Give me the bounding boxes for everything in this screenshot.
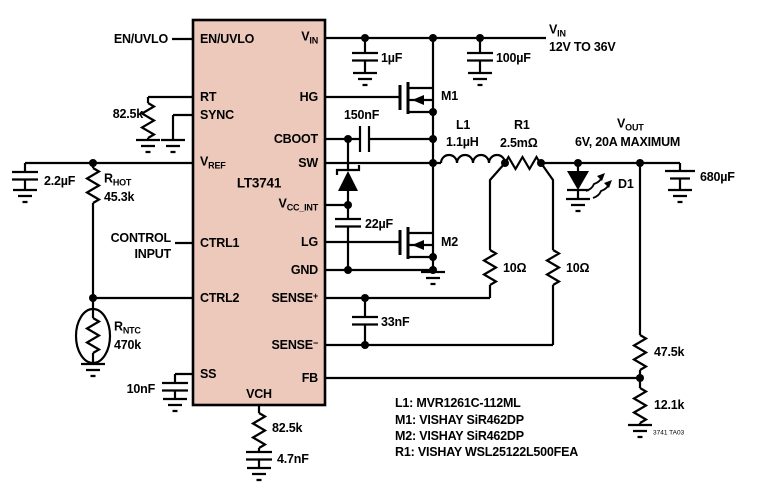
- ground-rntc: [79, 362, 107, 378]
- ic-body: [191, 18, 327, 407]
- resistor-10ohm-right: [545, 248, 561, 287]
- label-cap-1uf: 1µF: [381, 50, 403, 65]
- label-l1-ref: L1: [456, 117, 471, 132]
- ic-pin-rt: RT: [200, 89, 217, 104]
- cap-2.2uf: [10, 170, 40, 181]
- label-vch-cap: 4.7nF: [277, 451, 309, 466]
- label-sense-cap: 33nF: [381, 314, 410, 329]
- cap-680uf: [663, 169, 697, 180]
- ic-pin-sense-minus: SENSE−: [271, 337, 319, 352]
- ic-pin-hg: HG: [299, 89, 319, 104]
- ic-pin-ss: SS: [200, 366, 217, 381]
- figure-id: 3741 TA03: [653, 429, 685, 437]
- label-rntc-ref: RNTC: [114, 319, 141, 336]
- feedback-divider: [325, 163, 654, 439]
- ground-feedback: [626, 423, 654, 439]
- label-vcc-cap: 22µF: [365, 216, 393, 231]
- label-fb-r-top: 47.5k: [654, 344, 685, 359]
- cap-100uf: [465, 51, 495, 62]
- label-d1: D1: [618, 176, 634, 191]
- note-m1: M1: VISHAY SiR462DP: [395, 412, 524, 427]
- ground-680uf: [666, 188, 694, 204]
- label-ss-cap: 10nF: [126, 381, 156, 396]
- output-path: [439, 153, 697, 213]
- ic-pin-vch: VCH: [246, 386, 272, 401]
- ic-pin-sw: SW: [298, 155, 318, 170]
- label-m1: M1: [441, 88, 458, 103]
- ic-pin-vref: VREF: [200, 154, 226, 171]
- resistor-rhot: [85, 166, 101, 205]
- ground-1uf: [351, 71, 379, 87]
- ic-pin-ctrl1: CTRL1: [200, 235, 240, 250]
- resistor-47.5k: [632, 333, 648, 372]
- label-rhot-value: 45.3k: [104, 189, 135, 204]
- label-vout-desc: 6V, 20A MAXIMUM: [575, 134, 681, 149]
- note-l1: L1: MVR1261C-112ML: [395, 395, 521, 410]
- label-fb-r-bottom: 12.1k: [654, 397, 685, 412]
- label-control-line2: INPUT: [134, 246, 171, 261]
- ic-pin-en-uvlo: EN/UVLO: [200, 31, 255, 46]
- label-vin-range: 12V TO 36V: [549, 39, 616, 54]
- note-m2: M2: VISHAY SiR462DP: [395, 428, 524, 443]
- resistor-10ohm-left: [482, 248, 498, 287]
- ground-vch: [245, 466, 273, 482]
- ground-sync: [159, 138, 187, 154]
- label-l1-value: 1.1µH: [446, 134, 479, 149]
- sense-network: [325, 162, 561, 347]
- ic-pin-sense-plus: SENSE+: [271, 290, 319, 305]
- label-r1-value: 2.5mΩ: [500, 135, 538, 150]
- resistor-rt-82.5k: [140, 101, 156, 140]
- junction-dots: [89, 34, 644, 382]
- led-d1: [567, 171, 612, 199]
- ground-2.2uf: [11, 188, 39, 204]
- label-sense-r-right: 10Ω: [566, 260, 590, 275]
- label-out-cap: 680µF: [700, 169, 735, 184]
- label-rt-resistor: 82.5k: [112, 106, 143, 121]
- note-r1: R1: VISHAY WSL25122L500FEA: [395, 444, 579, 459]
- label-rhot-ref: RHOT: [104, 171, 132, 188]
- thermistor-rntc: [85, 316, 101, 355]
- label-r1-ref: R1: [514, 117, 530, 132]
- label-vout: VOUT: [617, 116, 644, 133]
- schottky-diode: [335, 165, 361, 191]
- mosfet-m2: [398, 227, 433, 259]
- ic-pin-cboot: CBOOT: [273, 131, 318, 146]
- label-sense-r-left: 10Ω: [503, 260, 527, 275]
- label-vref-cap: 2.2µF: [44, 173, 76, 188]
- label-m2: M2: [441, 234, 458, 249]
- mosfet-m1: [398, 82, 433, 114]
- ic-pin-lg: LG: [301, 234, 318, 249]
- label-vch-resistor: 82.5k: [272, 420, 303, 435]
- led-light-arrows: [585, 173, 612, 199]
- ic-part-number: LT3741: [236, 175, 282, 191]
- ic-pin-vin: VIN: [301, 29, 318, 46]
- ic-pin-ctrl2: CTRL2: [200, 290, 240, 305]
- label-boot-cap: 150nF: [344, 107, 380, 122]
- cap-1uf: [350, 51, 380, 62]
- ic-pin-gnd: GND: [290, 262, 318, 277]
- label-cap-100uf: 100µF: [496, 50, 531, 65]
- cap-4.7nf: [244, 450, 274, 461]
- label-en-uvlo-input: EN/UVLO: [113, 31, 168, 46]
- ground-d1: [564, 197, 592, 213]
- ground-10nf: [161, 397, 189, 413]
- cap-22uf: [333, 217, 363, 228]
- switch-wiring: [325, 38, 447, 286]
- resistor-vch-82.5k: [251, 411, 267, 450]
- cap-10nf: [160, 381, 190, 392]
- label-rntc-value: 470k: [114, 337, 142, 352]
- ic-pin-vcc-int: VCC_INT: [278, 196, 319, 213]
- ground-100uf: [466, 71, 494, 87]
- resistor-12.1k: [632, 386, 648, 425]
- resistor-r1: [503, 155, 542, 171]
- label-vin: VIN: [549, 22, 566, 39]
- ground-rt: [134, 138, 162, 154]
- ic-pin-fb: FB: [301, 370, 318, 385]
- inductor-l1: [439, 153, 507, 164]
- label-control-line1: CONTROL: [110, 230, 172, 245]
- cap-33nf: [350, 315, 380, 326]
- ic-pin-sync: SYNC: [200, 107, 234, 122]
